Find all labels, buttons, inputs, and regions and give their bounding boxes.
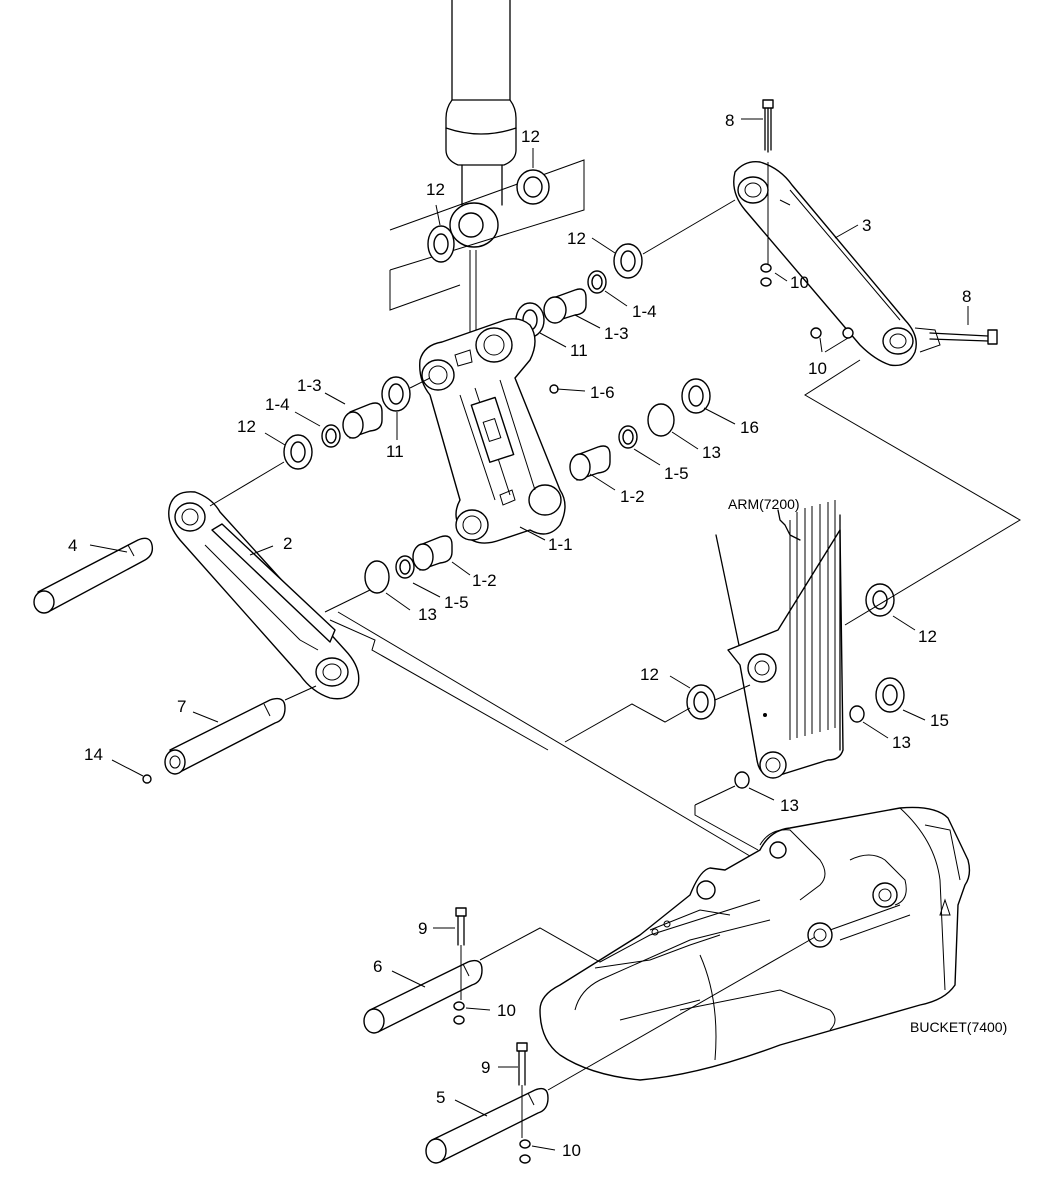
pin-7 bbox=[164, 697, 286, 775]
callout-9-pin5: 9 bbox=[481, 1058, 490, 1077]
arm-7200 bbox=[715, 500, 844, 779]
bolt-14 bbox=[142, 774, 152, 784]
callout-14: 14 bbox=[84, 745, 103, 764]
washer-16 bbox=[681, 378, 711, 414]
callout-10-link3: 10 bbox=[790, 273, 809, 292]
bolt-9-pin5 bbox=[516, 1042, 528, 1138]
callout-1-6: 1-6 bbox=[590, 383, 615, 402]
bushing-1-3-right bbox=[543, 288, 587, 324]
oring-13-arm-right bbox=[849, 705, 865, 723]
cylinder-rod bbox=[445, 0, 517, 340]
callout-3: 3 bbox=[862, 216, 871, 235]
guide-line-arm-left bbox=[714, 684, 751, 701]
guide-line-pin6 bbox=[479, 899, 761, 963]
callout-12-top-right: 12 bbox=[521, 127, 540, 146]
washer-12-top-right bbox=[516, 169, 550, 205]
pin-4 bbox=[33, 537, 154, 614]
spacer-1-5-right bbox=[618, 425, 638, 449]
oring-13-right bbox=[647, 403, 675, 437]
callout-1-2-left: 1-2 bbox=[472, 571, 497, 590]
callout-12-link3: 12 bbox=[567, 229, 586, 248]
callout-13-right: 13 bbox=[702, 443, 721, 462]
callout-15: 15 bbox=[930, 711, 949, 730]
callout-16: 16 bbox=[740, 418, 759, 437]
washer-11-left bbox=[381, 376, 411, 412]
callout-12-arm-left: 12 bbox=[640, 665, 659, 684]
callout-8-right: 8 bbox=[962, 287, 971, 306]
nut-10-pin6 bbox=[453, 1001, 465, 1025]
bushing-1-2-right bbox=[569, 445, 611, 481]
guide-line-link2-top bbox=[209, 461, 285, 507]
guide-line-left-upper bbox=[409, 377, 431, 389]
nut-10-right bbox=[810, 327, 854, 339]
bolt-8-top bbox=[762, 99, 774, 270]
callout-2: 2 bbox=[283, 534, 292, 553]
callout-1-4-left: 1-4 bbox=[265, 395, 290, 414]
washer-12-link3 bbox=[613, 243, 643, 279]
callout-8-top: 8 bbox=[725, 111, 734, 130]
oring-13-left bbox=[364, 560, 390, 594]
bolt-8-right bbox=[929, 329, 998, 345]
guide-line-pin7 bbox=[284, 685, 317, 701]
callout-10-right: 10 bbox=[808, 359, 827, 378]
callout-11-left: 11 bbox=[386, 442, 404, 461]
callout-13-left: 13 bbox=[418, 605, 437, 624]
bucket-label: BUCKET(7400) bbox=[910, 1019, 1007, 1035]
callout-1-5-right: 1-5 bbox=[664, 464, 689, 483]
callout-1-5-left: 1-5 bbox=[444, 593, 469, 612]
guide-line-link2-link1 bbox=[324, 589, 371, 613]
grease-fitting-1-6 bbox=[549, 384, 559, 394]
pin-5 bbox=[425, 1087, 549, 1164]
link-1-1 bbox=[419, 318, 566, 544]
nut-10-link3 bbox=[760, 263, 772, 287]
bushing-1-2-left bbox=[412, 535, 453, 571]
washer-15 bbox=[875, 677, 905, 713]
callout-1-1: 1-1 bbox=[548, 535, 573, 554]
spacer-1-4-right bbox=[587, 270, 607, 294]
cylinder-bracket-lines bbox=[389, 159, 585, 311]
guide-line-arm-bottom bbox=[694, 785, 759, 851]
callout-1-2-right: 1-2 bbox=[620, 487, 645, 506]
oring-13-arm-bottom bbox=[734, 771, 750, 789]
washer-12-arm-left bbox=[686, 684, 716, 720]
callout-11-right: 11 bbox=[570, 341, 588, 360]
link-3 bbox=[733, 161, 941, 367]
callout-1-3-right: 1-3 bbox=[604, 324, 629, 343]
nut-10-pin5 bbox=[519, 1139, 531, 1164]
callout-12-top-left: 12 bbox=[426, 180, 445, 199]
washer-12-arm-right bbox=[865, 583, 895, 617]
callout-13-arm-right: 13 bbox=[892, 733, 911, 752]
callout-6: 6 bbox=[373, 957, 382, 976]
guide-line-link3-arm bbox=[804, 359, 1021, 626]
guide-line-pin5 bbox=[547, 936, 816, 1091]
callout-7: 7 bbox=[177, 697, 186, 716]
callout-10-pin6: 10 bbox=[497, 1001, 516, 1020]
bucket-7400 bbox=[539, 806, 971, 1081]
spacer-1-4-left bbox=[321, 424, 341, 448]
bolt-9-pin6 bbox=[455, 907, 467, 1000]
callout-12-arm-right: 12 bbox=[918, 627, 937, 646]
callout-1-4-right: 1-4 bbox=[632, 302, 657, 321]
callout-labels: 12 12 8 3 12 10 8 1-4 1-3 11 10 1-3 1-4 … bbox=[68, 111, 1007, 1160]
leader-lines bbox=[89, 118, 969, 1151]
spacer-1-5-left bbox=[395, 555, 415, 579]
guide-line-arm-center bbox=[564, 703, 691, 743]
callout-10-pin5: 10 bbox=[562, 1141, 581, 1160]
washer-12-left bbox=[283, 434, 313, 470]
guide-line-link2-bucket-b bbox=[337, 611, 761, 863]
washer-12-top-left bbox=[427, 225, 455, 263]
callout-1-3-left: 1-3 bbox=[297, 376, 322, 395]
pin-6 bbox=[363, 959, 483, 1034]
callout-5: 5 bbox=[436, 1088, 445, 1107]
guide-line-link2-bucket-a bbox=[329, 619, 549, 751]
arm-label: ARM(7200) bbox=[728, 496, 800, 512]
bushing-1-3-left bbox=[342, 402, 383, 439]
callout-4: 4 bbox=[68, 536, 77, 555]
guide-line-link3 bbox=[642, 199, 736, 255]
callout-12-left: 12 bbox=[237, 417, 256, 436]
callout-13-arm-bottom: 13 bbox=[780, 796, 799, 815]
callout-9-pin6: 9 bbox=[418, 919, 427, 938]
link-2 bbox=[168, 491, 360, 700]
